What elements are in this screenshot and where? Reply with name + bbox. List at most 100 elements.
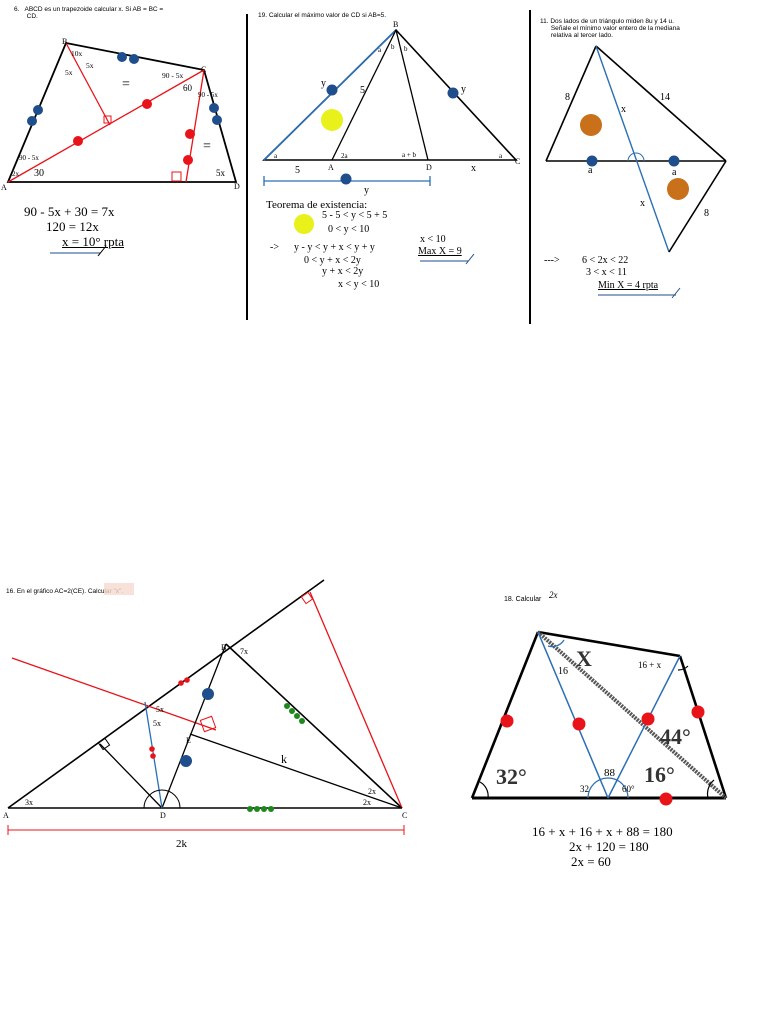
p6-dot-blue — [33, 105, 43, 115]
p11-label: 14 — [660, 92, 670, 103]
p19-dot-blue — [340, 173, 352, 185]
p11-side-14 — [595, 45, 727, 162]
p6-label: 90 - 5x — [19, 154, 39, 162]
p19-work-line: y - y < y + x < y + y — [294, 242, 375, 253]
p11-dot-orange — [667, 178, 689, 200]
p19-dot-blue — [447, 87, 459, 99]
p6-vertex-c: C — [201, 65, 206, 74]
p16-dot-red — [184, 677, 190, 683]
p19-work-line: x < y < 10 — [338, 279, 380, 290]
p11-label: 8 — [704, 208, 709, 219]
p19-label: b — [391, 43, 395, 51]
p18-dot-red — [572, 717, 586, 731]
p16-side-bc — [225, 643, 403, 809]
p19-vertex-c: C — [515, 157, 520, 166]
p19-work-line: 5 - 5 < y < 5 + 5 — [322, 210, 388, 221]
p11-result-mark — [598, 287, 681, 299]
p6-diagram: A B C D 10x 5x 5x 90 - 5x 60 90 - 5x 90 … — [1, 37, 240, 192]
p6-label: 5x — [86, 61, 94, 70]
p19-yellow-marker — [294, 214, 314, 234]
p18-label: 44° — [660, 724, 691, 749]
p11-label: x — [621, 104, 626, 115]
p18-cevian-right — [607, 655, 681, 799]
p19-label: a — [499, 152, 503, 160]
divider-2 — [529, 10, 531, 324]
p11-work-line: 6 < 2x < 22 — [582, 255, 629, 266]
p18-diagram: X 16 16 + x 44° 32° 16° 88 32 60° — [470, 630, 728, 806]
p18-label: 16° — [644, 762, 675, 787]
p16-perp-d — [99, 743, 163, 809]
p19-result-mark — [420, 253, 475, 265]
p19-label: a — [274, 152, 278, 160]
p18-dot-red — [641, 712, 655, 726]
p18-top-side — [537, 630, 681, 658]
p16-label: 2k — [176, 838, 188, 850]
p16-vertex-d: D — [160, 811, 166, 820]
p6-right-angle-2 — [171, 171, 182, 182]
p18-dot-red — [659, 792, 673, 806]
p11-work-line: 3 < x < 11 — [586, 267, 627, 278]
p18-dot-red — [691, 705, 705, 719]
p6-label: 2x — [12, 170, 20, 178]
p6-right-angle-1 — [103, 115, 112, 124]
p6-label: 60 — [183, 83, 193, 93]
p6-dot-red — [142, 99, 152, 109]
p6-label: 90 - 5x — [162, 71, 183, 80]
p18-right-side — [678, 655, 728, 799]
p6-label: 30 — [34, 168, 44, 179]
p19-header: 19. Calcular el máximo valor de CD si AB… — [258, 12, 387, 19]
p18-header-note: 2x — [549, 590, 558, 600]
p6-dot-red — [73, 136, 83, 146]
p19-cevian-ba — [331, 29, 397, 161]
p18-label: 16 + x — [638, 660, 662, 670]
p16-dot-green — [289, 708, 295, 714]
p6-dot-blue — [27, 116, 37, 126]
p19-label: a — [378, 46, 382, 54]
p16-dot-green — [294, 713, 300, 719]
p19-label: x — [471, 163, 476, 174]
p18-label: 16 — [558, 666, 568, 677]
p16-label: 5x — [156, 705, 164, 714]
p19-dot-yellow — [321, 109, 343, 131]
p16-dot-red — [178, 680, 184, 686]
p6-label: 90 - 5x — [198, 91, 218, 99]
p16-dot-red — [150, 753, 156, 759]
p11-label: a — [588, 165, 593, 176]
p16-vertex-e: E — [186, 736, 191, 745]
p6-diagonal-red — [7, 69, 205, 183]
p11-work-arrow: ---> — [544, 255, 560, 266]
p16-dot-green — [254, 806, 260, 812]
p6-label: 5x — [65, 68, 73, 77]
p11-dot-blue — [668, 155, 680, 167]
p19-theorem-title: Teorema de existencia: — [266, 199, 368, 211]
p16-red-line — [11, 657, 217, 731]
p11-label: a — [672, 167, 677, 178]
p16-dot-green — [247, 806, 253, 812]
p19-vertex-d: D — [426, 163, 432, 172]
p16-label: k — [281, 752, 287, 766]
p11-side-8 — [545, 45, 597, 162]
p19-label: 5 — [360, 85, 365, 96]
p16-dot-blue — [180, 755, 192, 767]
p6-equal-mark: = — [122, 77, 130, 92]
p19-diagram: B A D C y 5 y a b b a 2a a + b a 5 x y — [262, 20, 520, 196]
p16-diagram: A B C D E 7x 5x 5x 3x 2x 2x k 2k — [3, 579, 407, 850]
p18-label: 88 — [604, 767, 616, 779]
p18-solution-line: 2x = 60 — [571, 854, 611, 869]
p16-dot-green — [284, 703, 290, 709]
divider-1 — [246, 14, 248, 320]
p19-label: 2a — [341, 152, 349, 160]
p16-dot-green — [268, 806, 274, 812]
p6-header: 6. ABCD es un trapezoide calcular x. Si … — [14, 6, 164, 20]
p6-dot-blue — [209, 103, 219, 113]
p11-label: x — [640, 198, 645, 209]
p6-solution-line-1: 90 - 5x + 30 = 7x — [24, 204, 115, 219]
p18-dot-red — [500, 714, 514, 728]
p16-perp-red — [309, 591, 403, 809]
p16-dot-green — [299, 718, 305, 724]
p19-dot-blue — [326, 84, 338, 96]
p16-dot-red — [149, 746, 155, 752]
p19-work-line: y + x < 2y — [322, 266, 364, 277]
p16-label: 2x — [368, 787, 376, 796]
